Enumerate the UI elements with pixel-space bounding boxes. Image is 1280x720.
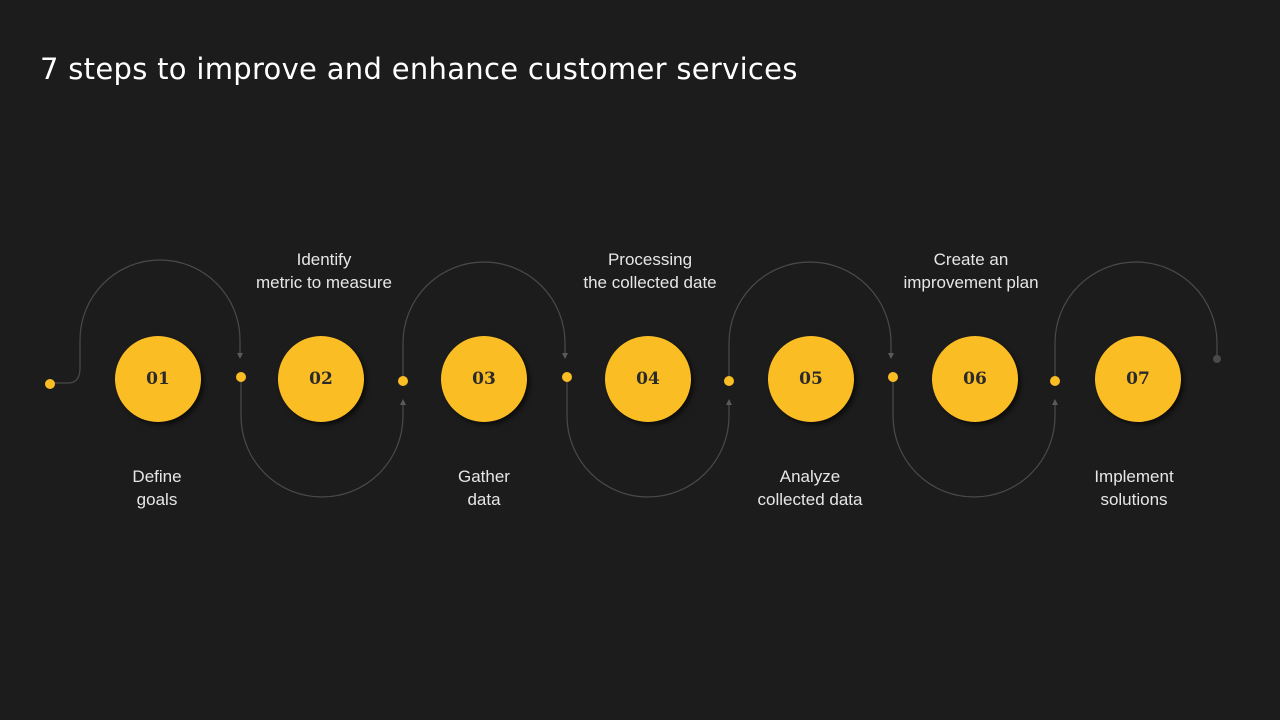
connector-arc-end (1054, 261, 1218, 380)
connector-arc-4-5 (566, 377, 732, 498)
step-03-number: 03 (472, 369, 496, 389)
step-05-circle: 05 (768, 336, 854, 422)
step-06-circle: 06 (932, 336, 1018, 422)
node-dot (888, 372, 898, 382)
step-06-label: Create an improvement plan (903, 250, 1039, 292)
connector-arc-6-7 (892, 377, 1058, 498)
node-dot-end (1213, 355, 1221, 363)
step-04-circle: 04 (605, 336, 691, 422)
connector-lead-in (50, 259, 243, 384)
step-01-label: Define goals (132, 467, 182, 509)
connector-arc-2-3 (240, 377, 406, 498)
node-dot (1050, 376, 1060, 386)
node-dot-start (45, 379, 55, 389)
page-title: 7 steps to improve and enhance customer … (40, 52, 798, 86)
step-02-number: 02 (309, 369, 333, 389)
step-01-number: 01 (146, 369, 170, 389)
step-02-label: Identify metric to measure (255, 250, 393, 292)
step-04-label: Processing the collected date (583, 250, 717, 292)
step-03-circle: 03 (441, 336, 527, 422)
step-07-label: Implement solutions (1094, 467, 1174, 509)
step-01-circle: 01 (115, 336, 201, 422)
step-03-label: Gather data (458, 467, 510, 509)
step-02-circle: 02 (278, 336, 364, 422)
step-05-label: Analyze collected data (757, 467, 863, 509)
step-07-circle: 07 (1095, 336, 1181, 422)
step-07-number: 07 (1126, 369, 1150, 389)
node-dot (562, 372, 572, 382)
connector-arc-3-4 (402, 261, 568, 380)
node-dot (724, 376, 734, 386)
node-dot (398, 376, 408, 386)
step-05-number: 05 (799, 369, 823, 389)
step-04-number: 04 (636, 369, 660, 389)
step-06-number: 06 (963, 369, 987, 389)
connector-arc-5-6 (728, 261, 894, 380)
node-dot (236, 372, 246, 382)
